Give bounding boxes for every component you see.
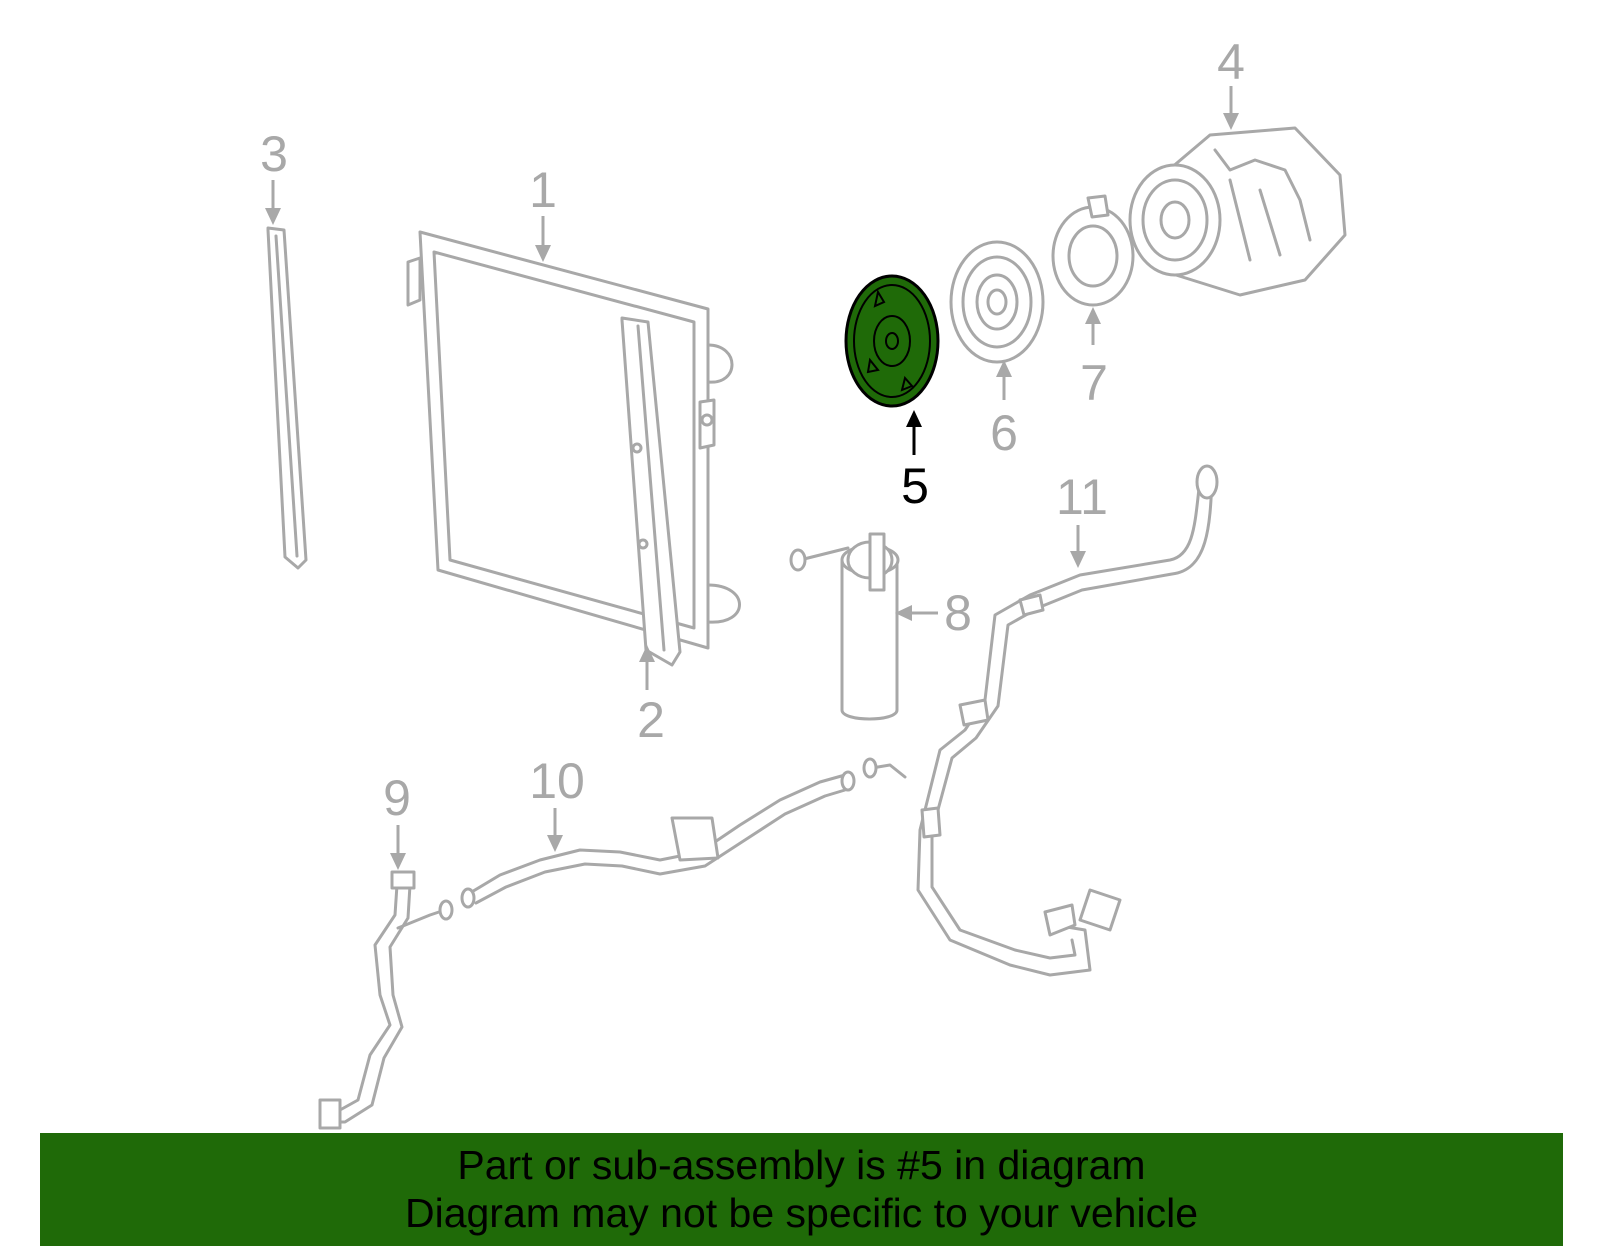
callout-7: 7 <box>1080 307 1108 411</box>
callout-3: 3 <box>260 126 288 225</box>
part-1-condenser <box>406 230 741 650</box>
svg-text:9: 9 <box>383 770 411 826</box>
callout-2: 2 <box>637 645 665 748</box>
callout-5: 5 <box>901 410 929 514</box>
banner-line-1: Part or sub-assembly is #5 in diagram <box>457 1142 1146 1188</box>
svg-text:8: 8 <box>944 585 972 641</box>
part-10-tube <box>460 770 856 909</box>
svg-text:7: 7 <box>1080 355 1108 411</box>
banner-line-2: Diagram may not be specific to your vehi… <box>404 1190 1198 1236</box>
svg-text:2: 2 <box>637 692 665 748</box>
callout-4: 4 <box>1217 34 1245 130</box>
part-7-clutch-coil <box>1051 194 1135 307</box>
callout-6: 6 <box>990 360 1018 461</box>
part-9-tube <box>318 870 454 1130</box>
svg-text:5: 5 <box>901 458 929 514</box>
svg-text:4: 4 <box>1217 34 1245 90</box>
part-11-hose <box>862 464 1219 977</box>
svg-text:1: 1 <box>529 162 557 218</box>
callout-11: 11 <box>1056 469 1108 568</box>
svg-text:3: 3 <box>260 126 288 182</box>
callout-9: 9 <box>383 770 411 870</box>
part-3-seal-strip <box>266 226 308 570</box>
callout-8: 8 <box>895 585 972 641</box>
part-5-clutch-plate-highlighted <box>844 274 940 408</box>
callout-10: 10 <box>529 753 585 852</box>
svg-text:11: 11 <box>1056 469 1108 525</box>
part-8-receiver-drier <box>789 532 900 721</box>
part-4-compressor <box>1128 126 1347 297</box>
svg-text:10: 10 <box>529 753 585 809</box>
svg-text:6: 6 <box>990 405 1018 461</box>
callout-1: 1 <box>529 162 557 262</box>
part-2-side-seal <box>620 316 682 667</box>
info-banner: Part or sub-assembly is #5 in diagram Di… <box>40 1133 1563 1246</box>
part-6-pulley <box>949 240 1045 364</box>
